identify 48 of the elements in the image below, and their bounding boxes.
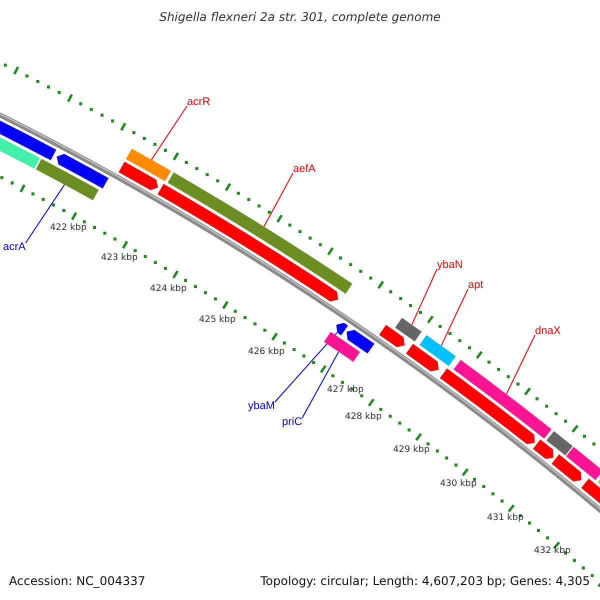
accession-text: Accession: NC_004337 (9, 574, 146, 588)
tick-label: 432 kbp (534, 546, 571, 556)
gene-bar (324, 332, 360, 362)
tick-label: 431 kbp (487, 513, 524, 523)
tick-label: 430 kbp (440, 479, 477, 489)
gene-label: acrR (187, 96, 210, 108)
gene-bar (546, 431, 573, 456)
leader-line (150, 106, 188, 160)
tick-label: 425 kbp (199, 315, 236, 325)
gene-bar (440, 368, 535, 444)
gene-label: ybaN (437, 259, 463, 271)
gene-bar (126, 148, 172, 182)
leader-line (302, 351, 340, 418)
gene-bar (168, 172, 352, 294)
gene-label: dnaX (535, 325, 561, 337)
gene-bar (118, 162, 158, 190)
tick-label: 424 kbp (150, 284, 187, 294)
gene-bar (566, 446, 600, 480)
tick-label: 422 kbp (50, 223, 87, 233)
tick-label: 426 kbp (248, 347, 285, 357)
title: Shigella flexneri 2a str. 301, complete genome (158, 10, 442, 24)
gene-label: acrA (3, 241, 26, 253)
gene-bar (56, 154, 109, 189)
gene-label: ybaM (248, 400, 275, 412)
gene-label: priC (282, 416, 302, 428)
tick-label: 429 kbp (393, 445, 430, 455)
gene-bar (379, 324, 405, 348)
gene-bar (420, 335, 456, 366)
gene-bar (36, 158, 99, 200)
tick-label: 428 kbp (345, 412, 382, 422)
leader-line (440, 288, 468, 346)
tick-label: 427 kbp (327, 385, 364, 395)
leader-line (411, 268, 438, 326)
gene-bar (336, 322, 348, 336)
gene-bar (552, 454, 582, 482)
leader-line (506, 334, 536, 395)
gene-label: aefA (293, 163, 316, 175)
leader-line (25, 184, 65, 244)
gene-label: apt (468, 279, 484, 291)
genome-summary-text: Topology: circular; Length: 4,607,203 bp; Genes: 4,305 (260, 574, 590, 588)
leader-line (274, 332, 338, 402)
leader-line (263, 172, 294, 228)
gene-bar (346, 330, 374, 354)
gene-bar (406, 344, 439, 372)
gene-bar (395, 318, 422, 342)
gene-bar (454, 360, 552, 439)
tick-label: 423 kbp (101, 253, 138, 263)
gene-bar (532, 439, 554, 459)
